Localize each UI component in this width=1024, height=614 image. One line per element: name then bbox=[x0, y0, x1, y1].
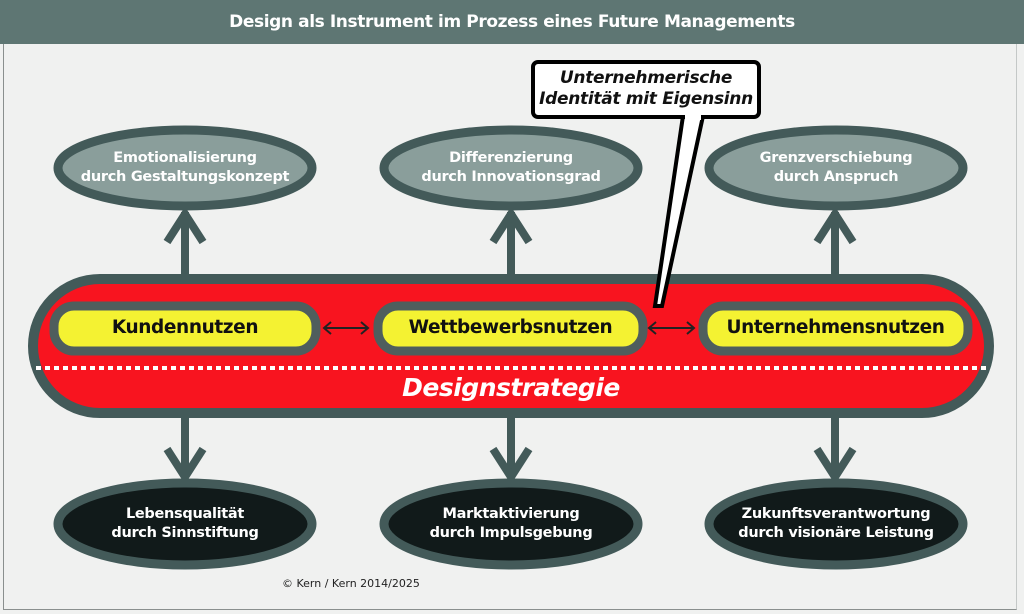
benefit-label-1: Kundennutzen bbox=[111, 317, 259, 338]
top-outcome-3-line-2: durch Anspruch bbox=[773, 169, 899, 185]
bottom-outcome-ellipse-3 bbox=[704, 478, 968, 570]
up-arrow-3 bbox=[813, 206, 857, 276]
top-outcome-ellipse-3 bbox=[704, 125, 968, 211]
down-arrow-1 bbox=[163, 416, 207, 485]
callout-line-2: Identität mit Eigensinn bbox=[539, 89, 753, 109]
top-outcome-ellipse-2 bbox=[379, 125, 643, 211]
benefit-label-2: Wettbewerbsnutzen bbox=[408, 317, 613, 338]
bottom-outcome-3: Zukunftsverantwortung durch visionäre Le… bbox=[709, 505, 963, 543]
callout-line-1: Unternehmerische bbox=[559, 68, 733, 88]
up-arrow-2 bbox=[489, 206, 533, 276]
callout-text: Unternehmerische Identität mit Eigensinn bbox=[533, 68, 759, 110]
copyright-notice: © Kern / Kern 2014/2025 bbox=[282, 577, 420, 590]
down-arrow-2 bbox=[489, 416, 533, 485]
top-outcome-1: Emotionalisierung durch Gestaltungskonze… bbox=[58, 149, 312, 187]
up-arrow-1 bbox=[163, 206, 207, 276]
callout-bubble bbox=[531, 60, 761, 308]
bottom-outcome-ellipse-2 bbox=[379, 478, 643, 570]
strategy-label: Designstrategie bbox=[402, 373, 620, 402]
benefit-box-1 bbox=[49, 301, 321, 356]
top-outcome-ellipse-1 bbox=[53, 125, 317, 211]
down-arrow-3 bbox=[813, 416, 857, 485]
bottom-outcome-3-line-1: Zukunftsverantwortung bbox=[741, 506, 931, 522]
bottom-outcome-1: Lebensqualität durch Sinnstiftung bbox=[58, 505, 312, 543]
bottom-outcome-1-line-2: durch Sinnstiftung bbox=[111, 525, 259, 541]
top-outcome-2-line-2: durch Innovationsgrad bbox=[421, 169, 601, 185]
top-outcome-2-line-1: Differenzierung bbox=[449, 150, 573, 166]
top-outcome-3-line-1: Grenzverschiebung bbox=[759, 150, 913, 166]
bottom-outcome-3-line-2: durch visionäre Leistung bbox=[738, 525, 934, 541]
bottom-outcome-2-line-2: durch Impulsgebung bbox=[429, 525, 593, 541]
bottom-outcome-2: Marktaktivierung durch Impulsgebung bbox=[384, 505, 638, 543]
header-bar: Design als Instrument im Prozess eines F… bbox=[0, 0, 1024, 44]
benefit-box-2 bbox=[373, 301, 648, 356]
top-outcome-3: Grenzverschiebung durch Anspruch bbox=[709, 149, 963, 187]
top-outcome-2: Differenzierung durch Innovationsgrad bbox=[384, 149, 638, 187]
benefit-label-3: Unternehmensnutzen bbox=[726, 317, 945, 338]
bottom-outcome-2-line-1: Marktaktivierung bbox=[442, 506, 580, 522]
bottom-outcome-1-line-1: Lebensqualität bbox=[125, 506, 245, 522]
benefit-box-3 bbox=[698, 301, 973, 356]
double-arrow-2 bbox=[647, 321, 696, 335]
page-title: Design als Instrument im Prozess eines F… bbox=[229, 12, 795, 32]
top-outcome-1-line-1: Emotionalisierung bbox=[113, 150, 257, 166]
top-outcome-1-line-2: durch Gestaltungskonzept bbox=[80, 169, 290, 185]
double-arrow-1 bbox=[322, 321, 370, 335]
bottom-outcome-ellipse-1 bbox=[53, 478, 317, 570]
